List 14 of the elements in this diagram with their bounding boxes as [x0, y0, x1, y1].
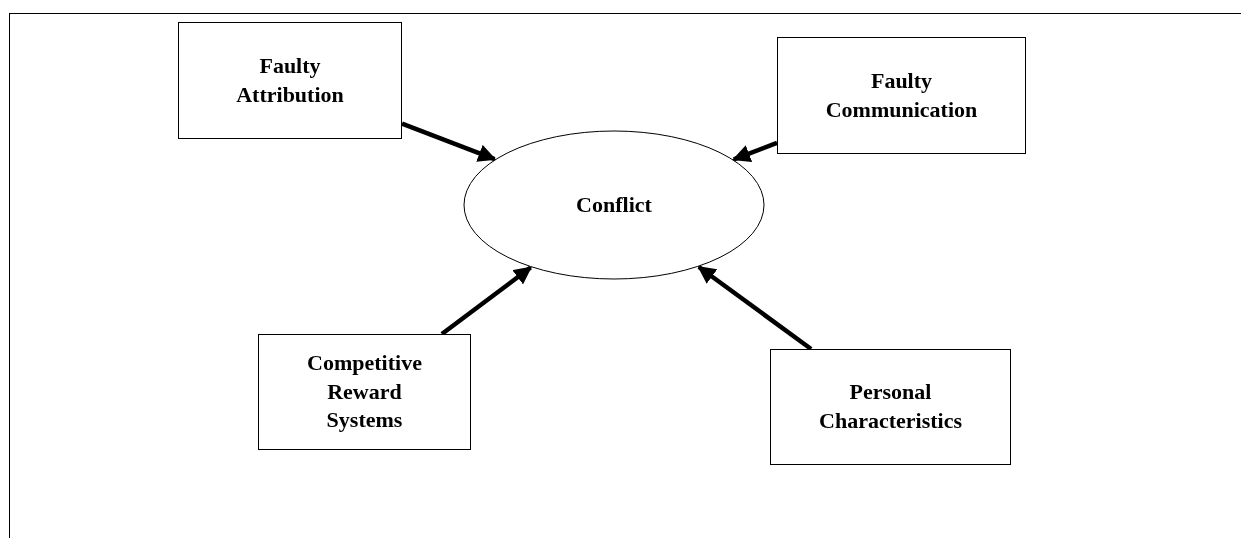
ellipse-node — [463, 130, 765, 280]
process-box — [770, 349, 1011, 465]
arrow — [697, 265, 813, 351]
node-label: Faulty Attribution — [235, 51, 345, 109]
arrow — [732, 140, 778, 162]
node-label: Conflict — [576, 190, 652, 219]
process-box — [777, 37, 1026, 154]
process-box — [258, 334, 471, 450]
process-box — [178, 22, 402, 139]
node-label: Competitive Reward Systems — [306, 349, 423, 435]
node-label: Faulty Communication — [824, 66, 979, 124]
node-label: Personal Characteristics — [818, 378, 963, 435]
arrow — [440, 265, 533, 336]
arrow — [401, 121, 497, 162]
